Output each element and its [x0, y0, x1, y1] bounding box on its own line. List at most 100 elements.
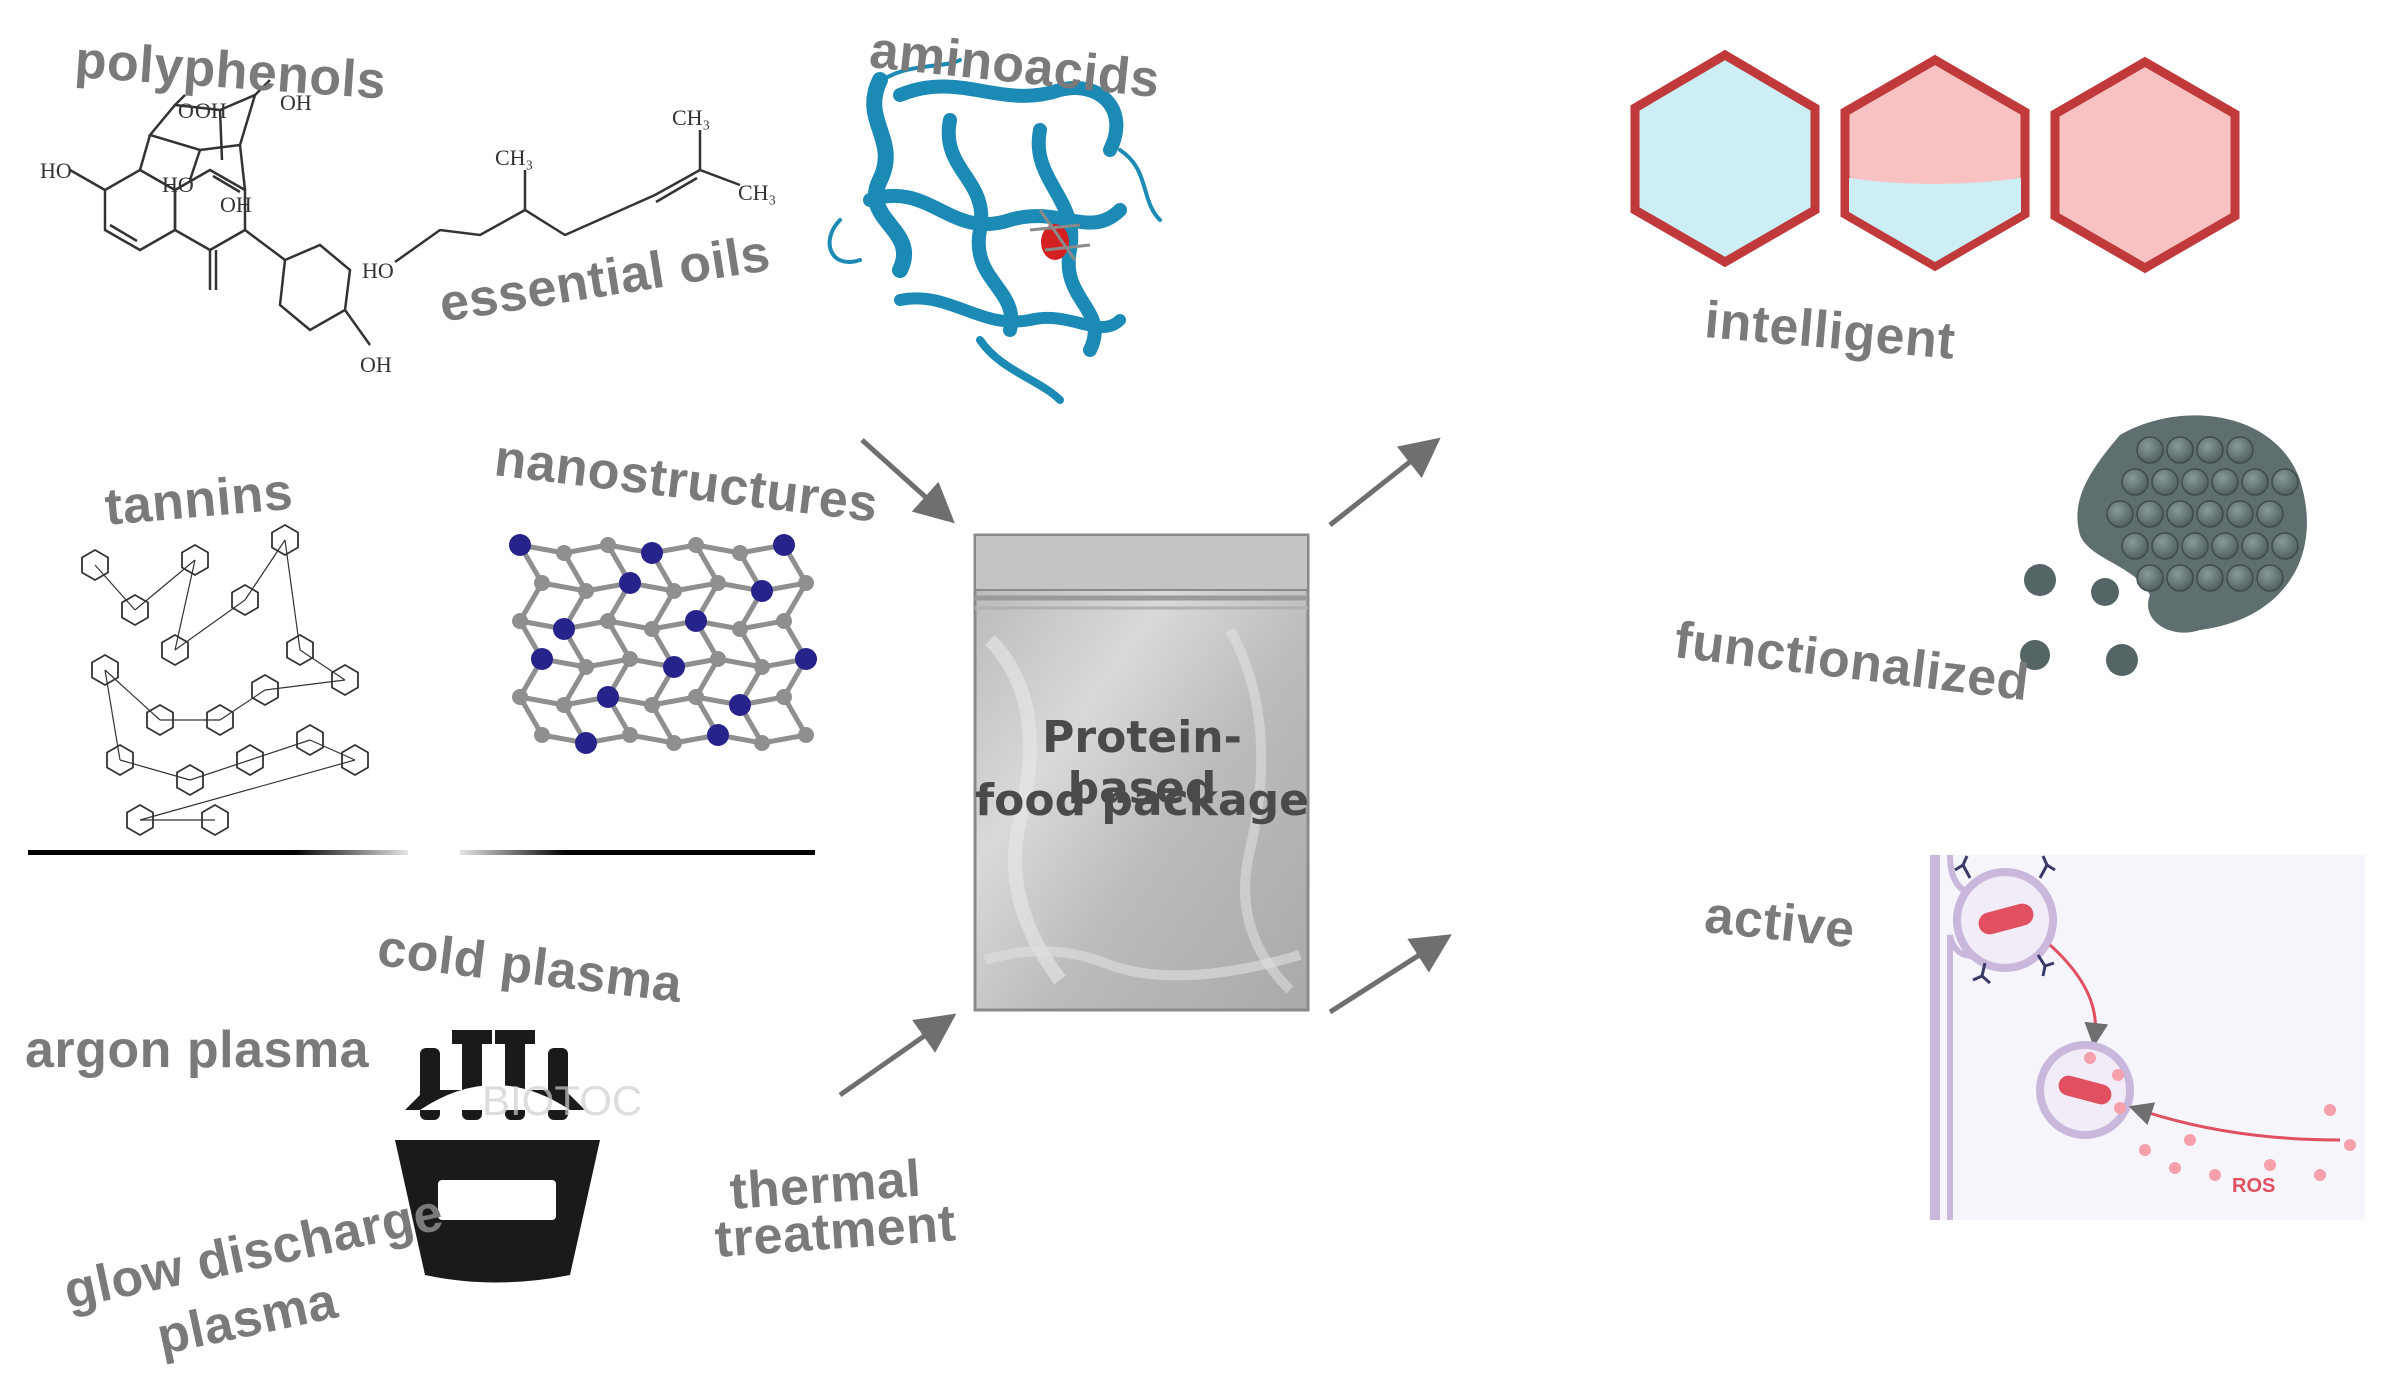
nitrogen-atom — [553, 618, 575, 640]
bubble — [2226, 500, 2254, 528]
carbon-atom — [776, 689, 792, 705]
separator-line-left — [28, 850, 408, 855]
bubble — [2211, 532, 2239, 560]
tannin-ring — [236, 743, 264, 777]
tannin-ring — [231, 583, 259, 617]
nitrogen-atom — [729, 694, 751, 716]
carbon-atom — [556, 545, 572, 561]
carbon-atom — [710, 651, 726, 667]
atom-label-ho: HO — [40, 158, 72, 183]
bubble — [2226, 436, 2254, 464]
polyphenol-atom-labels: HO O OH OH HO OH OH — [40, 90, 392, 377]
tannin-ring — [161, 633, 189, 667]
functionalized-sphere-icon — [2020, 415, 2307, 676]
carbon-atom — [688, 689, 704, 705]
arrow-treatments-to-package — [838, 1013, 957, 1098]
tannin-ring — [121, 593, 149, 627]
bubble — [2226, 564, 2254, 592]
hexagon-blue-icon — [1630, 49, 1820, 268]
atom-label-ho: HO — [162, 172, 194, 197]
arrow-package-to-active — [1328, 934, 1452, 1015]
atom-label-oh: OH — [280, 90, 312, 115]
bubble — [2166, 564, 2194, 592]
carbon-atom — [600, 613, 616, 629]
nitrogen-atom — [751, 580, 773, 602]
nitrogen-atom — [509, 534, 531, 556]
carbon-atom — [512, 613, 528, 629]
tannin-ring — [106, 743, 134, 777]
carbon-atom — [644, 621, 660, 637]
tannin-ring — [81, 548, 109, 582]
bubble — [2271, 468, 2299, 496]
carbon-atom — [622, 651, 638, 667]
arrow-package-to-intelligent — [1328, 437, 1441, 527]
bubble — [2181, 468, 2209, 496]
nitrogen-atom — [597, 686, 619, 708]
bubble — [2196, 500, 2224, 528]
carbon-atom — [534, 727, 550, 743]
carbon-atom — [710, 575, 726, 591]
bubble — [2151, 532, 2179, 560]
carbon-atom — [688, 537, 704, 553]
bubble — [2136, 500, 2164, 528]
nitrogen-atom — [795, 648, 817, 670]
essential-oil-atom-labels: HO CH₃ CH₃ CH₃ — [362, 105, 776, 283]
package-title-line2: food package — [975, 775, 1309, 826]
tannin-ring — [126, 803, 154, 837]
tannin-ring — [251, 673, 279, 707]
carbon-atom — [666, 583, 682, 599]
nitrogen-atom — [619, 572, 641, 594]
tannin-ring — [176, 763, 204, 797]
atom-label-oh: OH — [220, 192, 252, 217]
hexagon-half-icon — [1840, 54, 2030, 272]
bubble — [2196, 436, 2224, 464]
carbon-atom — [622, 727, 638, 743]
tannin-ring — [341, 743, 369, 777]
bubble — [2256, 564, 2284, 592]
tannin-ring — [201, 803, 229, 837]
carbon-atom — [578, 583, 594, 599]
bubble — [2211, 468, 2239, 496]
nanostructure-lattice-icon — [509, 534, 817, 754]
carbon-atom — [798, 727, 814, 743]
carbon-atom — [776, 613, 792, 629]
tannin-ring — [206, 703, 234, 737]
carbon-atom — [732, 545, 748, 561]
carbon-atom — [754, 735, 770, 751]
arrow-inputs-to-package — [860, 438, 955, 524]
bubble — [2241, 468, 2269, 496]
bubble — [2196, 564, 2224, 592]
bubble — [2136, 564, 2164, 592]
nitrogen-atom — [663, 656, 685, 678]
active-cell-panel — [1930, 854, 2365, 1220]
nitrogen-atom — [531, 648, 553, 670]
separator-line-right — [460, 850, 815, 855]
atom-label-o: O — [178, 98, 194, 123]
carbon-atom — [732, 621, 748, 637]
nitrogen-atom — [685, 610, 707, 632]
plasma-device-icon — [395, 1030, 600, 1283]
bubble — [2166, 500, 2194, 528]
protein-ribbon-icon — [827, 58, 1162, 404]
carbon-atom — [534, 575, 550, 591]
hexagon-pink-icon — [2050, 56, 2240, 274]
carbon-atom — [666, 735, 682, 751]
label-argon-plasma: argon plasma — [25, 1021, 370, 1079]
carbon-atom — [600, 537, 616, 553]
atom-label-ch3: CH₃ — [495, 145, 533, 170]
bubble — [2256, 500, 2284, 528]
atom-label-oh: OH — [195, 98, 227, 123]
carbon-atom — [754, 659, 770, 675]
carbon-atom — [578, 659, 594, 675]
essential-oil-structure-icon — [394, 130, 741, 264]
bubble — [2121, 532, 2149, 560]
nitrogen-atom — [575, 732, 597, 754]
carbon-atom — [644, 697, 660, 713]
carbon-atom — [512, 689, 528, 705]
carbon-atom — [556, 697, 572, 713]
polyphenol-structure-icon — [69, 79, 372, 346]
bubble — [2271, 532, 2299, 560]
nitrogen-atom — [641, 542, 663, 564]
tannin-ring — [331, 663, 359, 697]
